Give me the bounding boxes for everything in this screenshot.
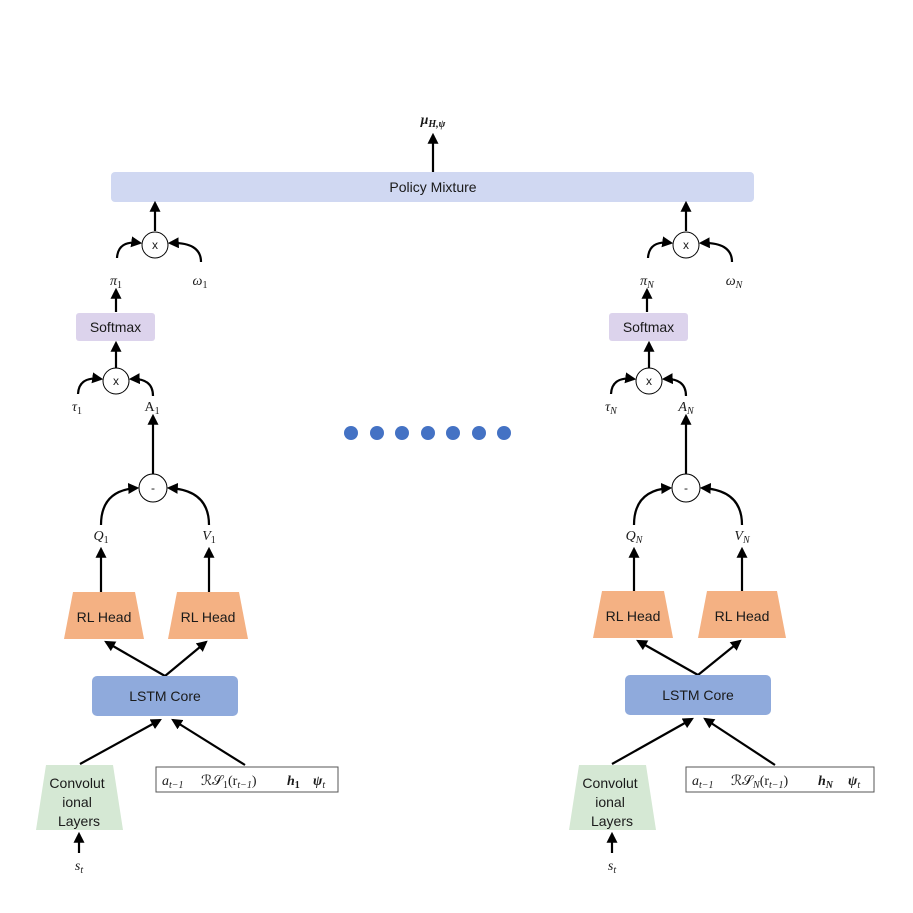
pi-label: πN [640,274,655,291]
policy-mixture-label: Policy Mixture [389,179,476,195]
softmax-box [76,313,155,341]
branch-1: x π1 ω1 Softmax x τ1 A1 - Q1 V1 RL Head [36,200,339,876]
rl-head-q-label: RL Head [77,609,132,625]
lstm-core-box [625,675,771,715]
rl-head-q-label: RL Head [606,608,661,624]
pi-label: π1 [110,274,122,291]
softmax-box [609,313,688,341]
svg-text:x: x [113,374,119,388]
q-label: QN [626,529,644,546]
rl-head-v [698,591,786,638]
v-label: VN [734,529,751,546]
conv-layers-label: Convolut ional Layers [582,775,641,829]
svg-text:x: x [646,374,652,388]
rl-head-q [64,592,144,639]
policy-mixture-box [111,172,754,202]
svg-text:-: - [151,481,155,495]
rl-head-v-label: RL Head [715,608,770,624]
svg-text:x: x [152,238,158,252]
advantage-label: AN [677,400,695,417]
ellipsis-dots [344,426,511,440]
rl-head-v-label: RL Head [181,609,236,625]
state-label: st [608,859,616,876]
conv-layers-label: Convolut ional Layers [49,775,108,829]
advantage-label: A1 [144,400,159,417]
rl-head-v [168,592,248,639]
lstm-core-box [92,676,238,716]
state-label: st [75,859,83,876]
input-vector-box [685,766,875,793]
conv-layers [36,765,123,830]
lstm-core-label: LSTM Core [129,688,201,704]
rl-head-q [593,591,673,638]
q-label: Q1 [93,529,108,546]
svg-text:-: - [684,481,688,495]
softmax-label: Softmax [623,319,674,335]
svg-text:x: x [683,238,689,252]
omega-label: ωN [726,274,744,291]
softmax-label: Softmax [90,319,141,335]
output-label: μH,ψ [420,113,446,130]
v-label: V1 [202,529,216,546]
omega-label: ω1 [193,274,208,291]
input-vector-label: at−1 ℛ𝒮1(rt−1) h1 ψt [162,774,325,792]
input-vector-label: at−1 ℛ𝒮N(rt−1) hN ψt [692,774,860,792]
tau-label: τ1 [72,400,82,417]
tau-label: τN [605,400,618,417]
branch-n: x πN ωN Softmax x τN AN - QN VN RL Head … [569,200,875,876]
conv-layers [569,765,656,830]
lstm-core-label: LSTM Core [662,687,734,703]
input-vector-box [155,766,339,793]
